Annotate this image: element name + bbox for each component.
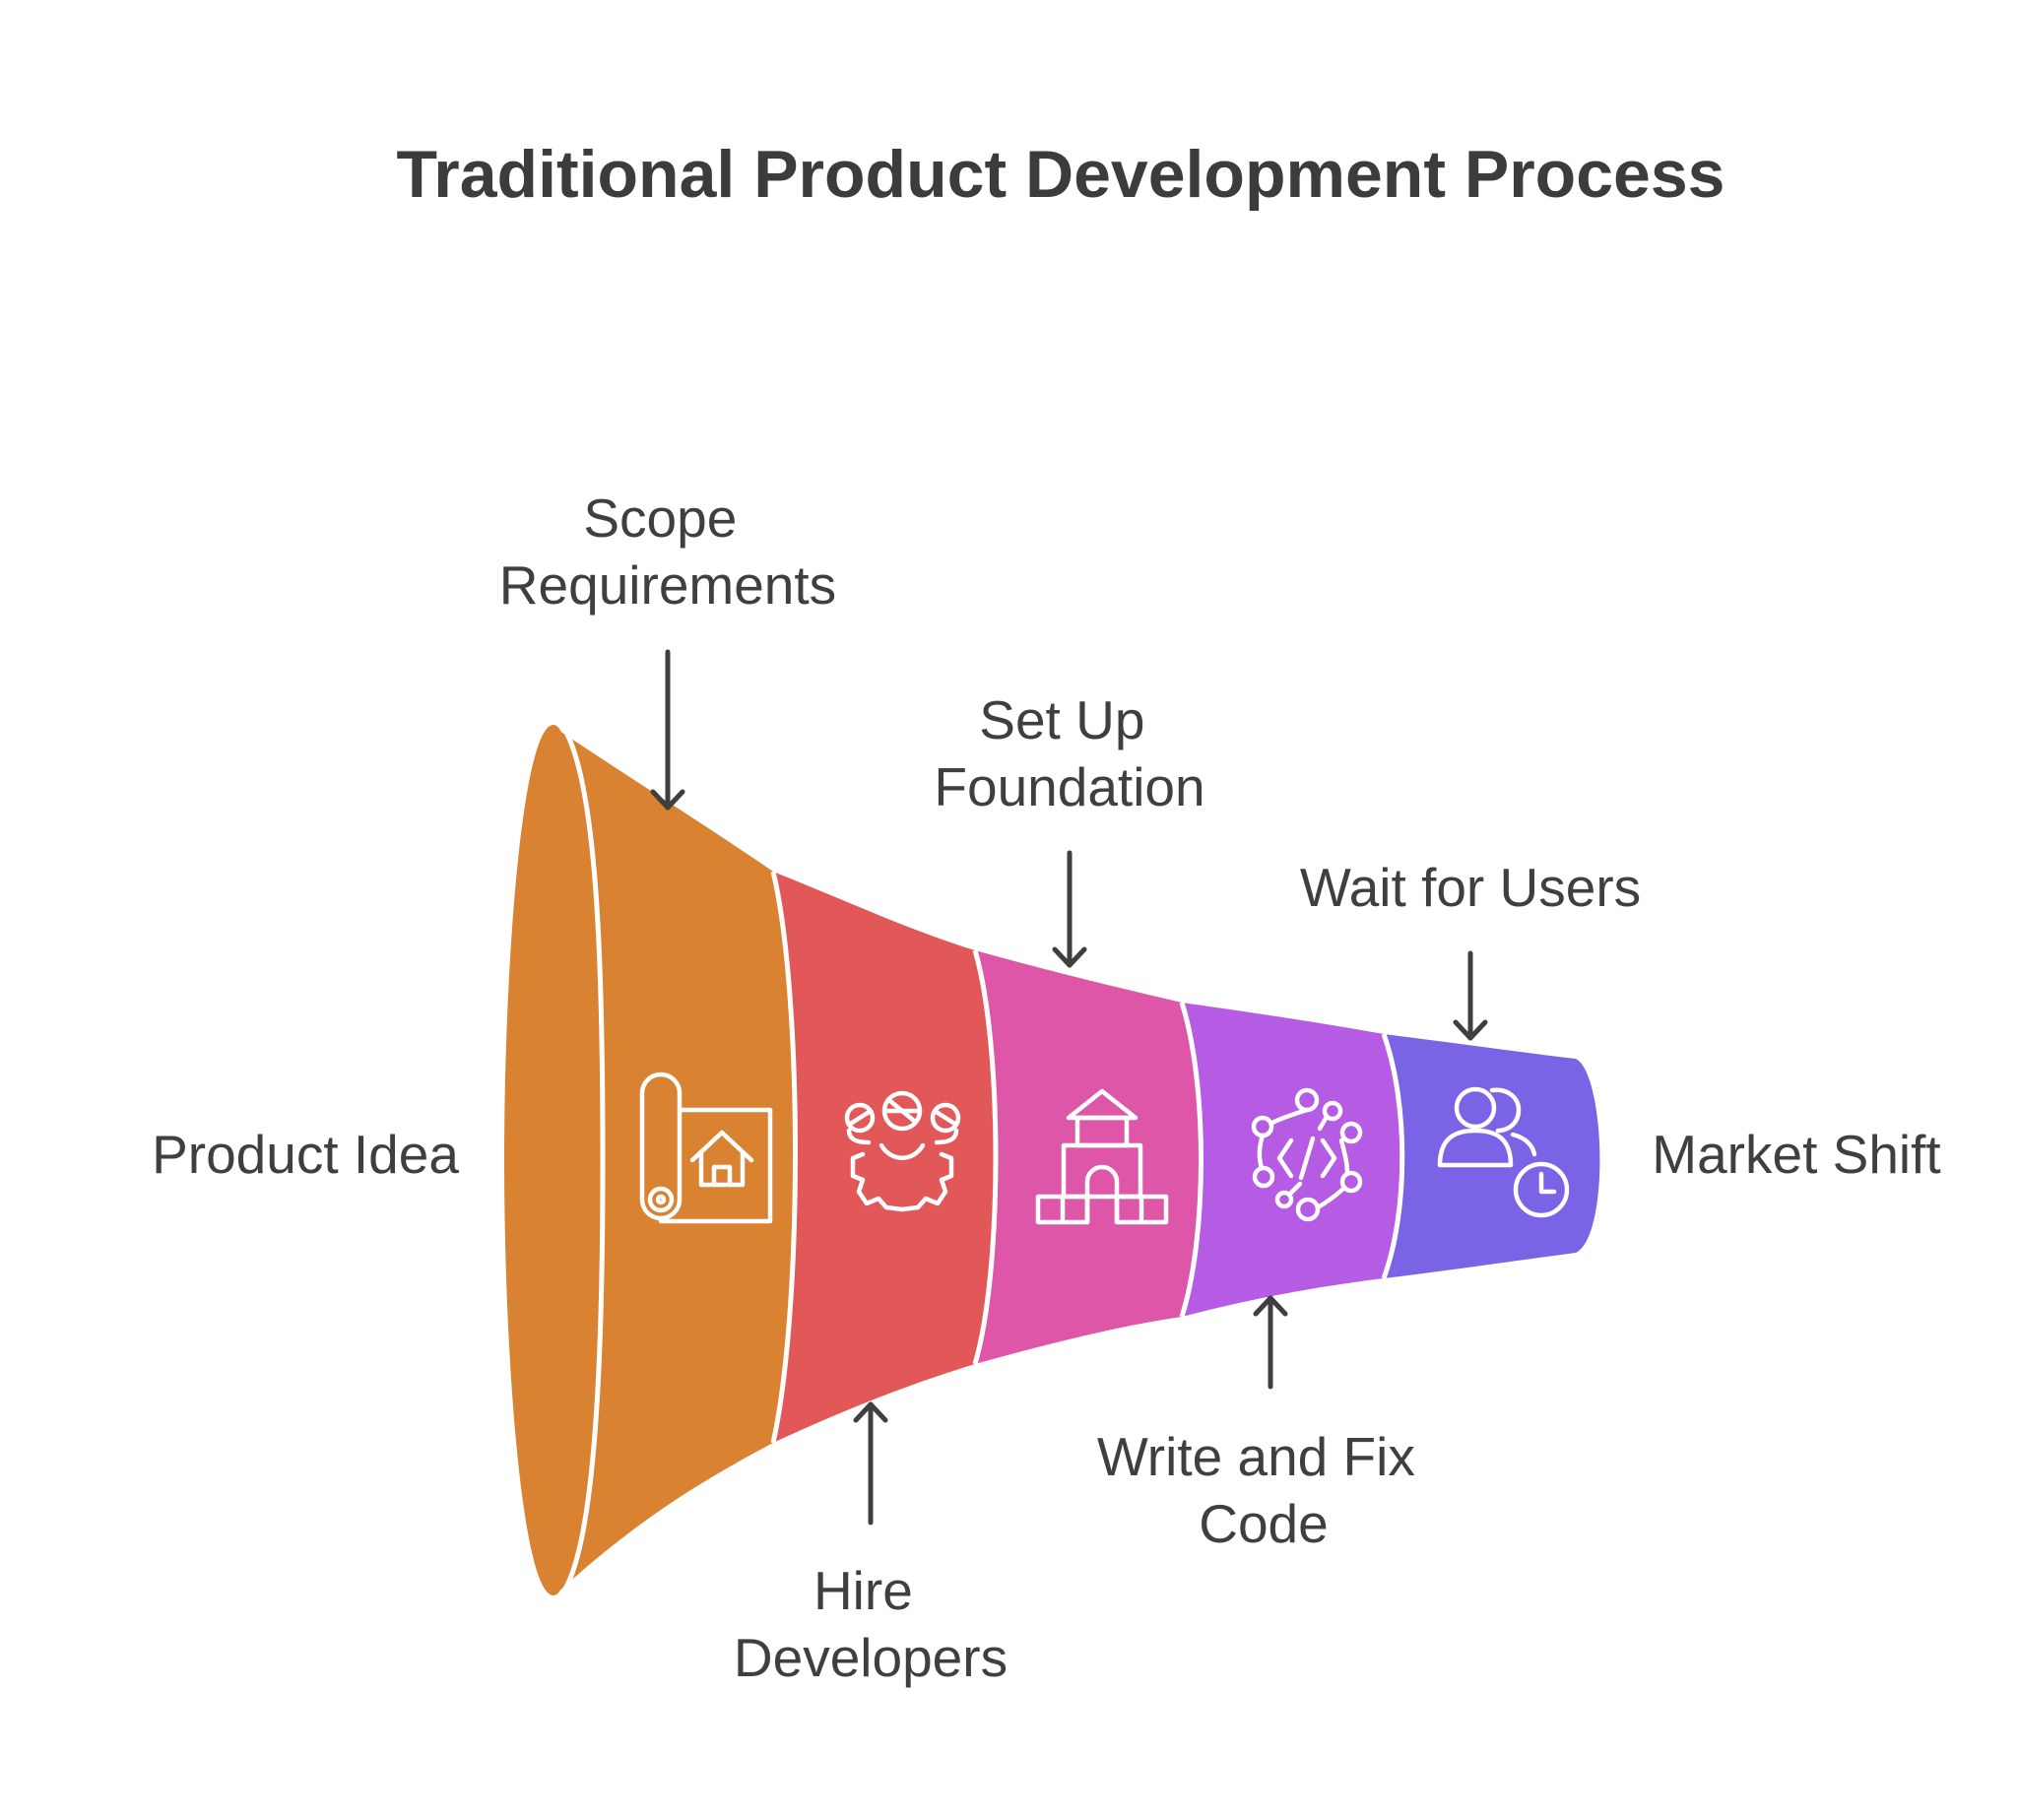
arrow-set-up-foundation	[1052, 850, 1087, 968]
page-title: Traditional Product Development Process	[396, 137, 1724, 212]
code-network-icon	[1251, 1087, 1363, 1222]
funnel-bell-mouth	[504, 725, 589, 1595]
arrow-hire-developers	[853, 1401, 888, 1526]
building-foundation-icon	[1035, 1088, 1169, 1225]
blueprint-house-icon	[639, 1072, 773, 1224]
label-scope-requirements: Scope Requirements	[499, 488, 836, 616]
label-wait-for-users: Wait for Users	[1300, 857, 1641, 918]
funnel-segment-write-and-fix-code	[1182, 1003, 1402, 1317]
funnel-segment-hire-developers	[773, 872, 996, 1443]
funnel-segment-set-up-foundation	[975, 950, 1202, 1364]
label-set-up-foundation: Set Up Foundation	[934, 689, 1204, 817]
label-hire-developers: Hire Developers	[734, 1560, 1008, 1688]
funnel-segment-scope-requirements	[556, 729, 796, 1593]
arrow-scope-requirements	[650, 649, 685, 811]
label-write-and-fix-code: Write and Fix Code	[1097, 1426, 1430, 1554]
users-clock-icon	[1437, 1086, 1570, 1218]
arrow-wait-for-users	[1453, 950, 1488, 1041]
label-product-idea: Product Idea	[152, 1124, 459, 1185]
arrow-write-and-fix-code	[1253, 1295, 1288, 1390]
funnel-segment-wait-for-users	[1384, 1034, 1600, 1278]
funnel	[504, 725, 1600, 1595]
team-gear-icon	[844, 1090, 961, 1212]
label-market-shift: Market Shift	[1652, 1124, 1940, 1185]
